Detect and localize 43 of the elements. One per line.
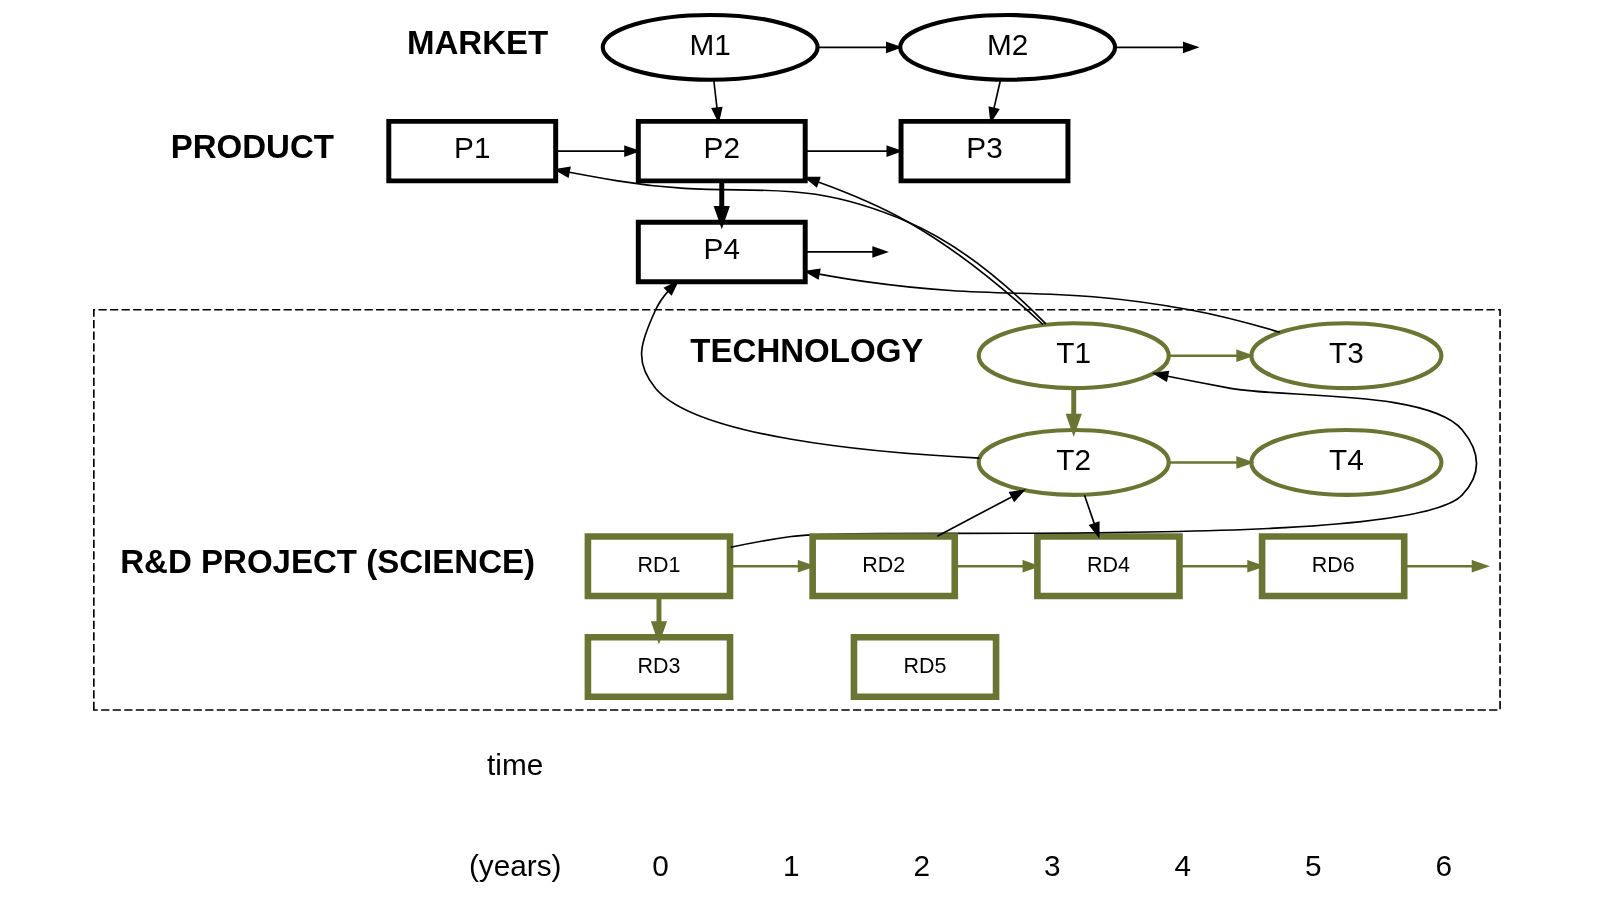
arrow (1083, 494, 1100, 539)
node-ellipse: T3 (1248, 321, 1443, 391)
label: 1 (782, 848, 799, 882)
node-box: P3 (898, 118, 1070, 184)
label: 4 (1174, 848, 1191, 882)
label: 2 (912, 848, 930, 882)
arrow (804, 246, 889, 258)
label: 5 (1304, 848, 1322, 882)
node-box: RD3 (584, 633, 733, 701)
node-box: RD5 (850, 633, 999, 701)
arrow (1168, 456, 1255, 469)
label: time (486, 748, 543, 782)
node-box: P4 (635, 219, 808, 285)
arrow (650, 596, 667, 645)
node-box: RD2 (808, 533, 958, 600)
arrow (710, 79, 723, 124)
label: 6 (1435, 848, 1452, 882)
node-box: P1 (385, 118, 558, 184)
arrow (713, 181, 730, 230)
arrow (552, 166, 1047, 325)
node-box: RD4 (1033, 533, 1183, 600)
arrow (1168, 349, 1255, 363)
node-box: P2 (635, 118, 808, 184)
label: R&D PROJECT (SCIENCE) (119, 542, 535, 580)
label: MARKET (406, 23, 548, 61)
node-ellipse: T2 (976, 428, 1171, 497)
label: 3 (1043, 848, 1061, 882)
arrow (1065, 388, 1082, 437)
label: (years) (468, 848, 561, 882)
label: PRODUCT (170, 127, 334, 165)
node-box: RD1 (584, 533, 733, 600)
node-ellipse: M2 (897, 12, 1117, 82)
node-ellipse: M1 (600, 12, 820, 82)
node-ellipse: T4 (1248, 428, 1443, 497)
arrow (1179, 559, 1265, 573)
arrow (935, 489, 1026, 538)
label: 0 (651, 848, 669, 882)
label: TECHNOLOGY (689, 332, 923, 370)
arrow (1404, 559, 1490, 573)
node-box: RD6 (1258, 533, 1407, 600)
arrow (816, 41, 903, 54)
arrow (988, 79, 1001, 124)
cluster (92, 308, 1501, 711)
